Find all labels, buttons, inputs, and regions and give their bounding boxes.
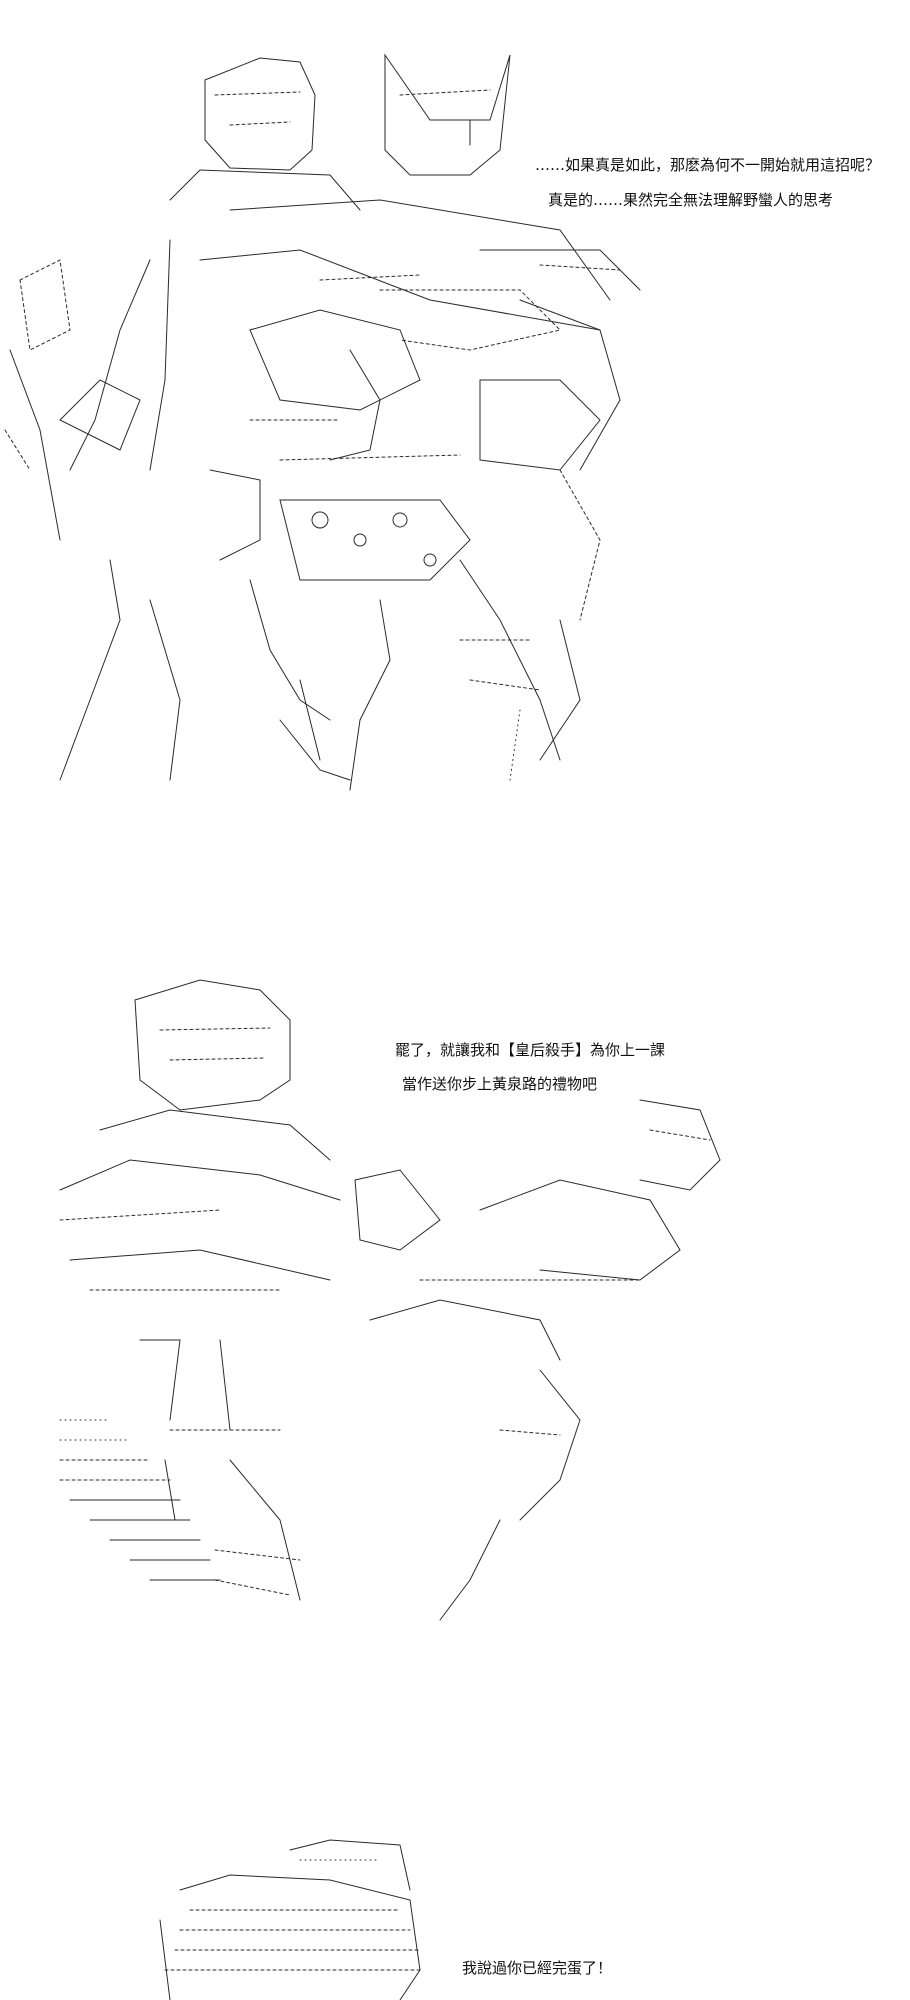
- manga-panel-2: 罷了，就讓我和【皇后殺手】為你上一課 當作送你步上黃泉路的禮物吧: [0, 960, 910, 1650]
- manga-panel-3: 我說過你已經完蛋了！: [0, 1830, 910, 2000]
- dialogue-line: 真是的……果然完全無法理解野蠻人的思考: [548, 191, 834, 209]
- dialogue-line: 我說過你已經完蛋了！: [462, 1959, 613, 1977]
- manga-panel-1: ……如果真是如此，那麽為何不一開始就用這招呢？ 真是的……果然完全無法理解野蠻人…: [0, 0, 910, 800]
- dialogue-line: ……如果真是如此，那麽為何不一開始就用這招呢？: [535, 156, 881, 174]
- dialogue-line: 當作送你步上黃泉路的禮物吧: [402, 1075, 598, 1093]
- dialogue-line: 罷了，就讓我和【皇后殺手】為你上一課: [395, 1041, 666, 1059]
- ascii-art-head: [159, 1839, 421, 2000]
- ascii-art-figure-with-stand: [59, 979, 721, 1621]
- ascii-art-figure-with-stand: [4, 53, 641, 791]
